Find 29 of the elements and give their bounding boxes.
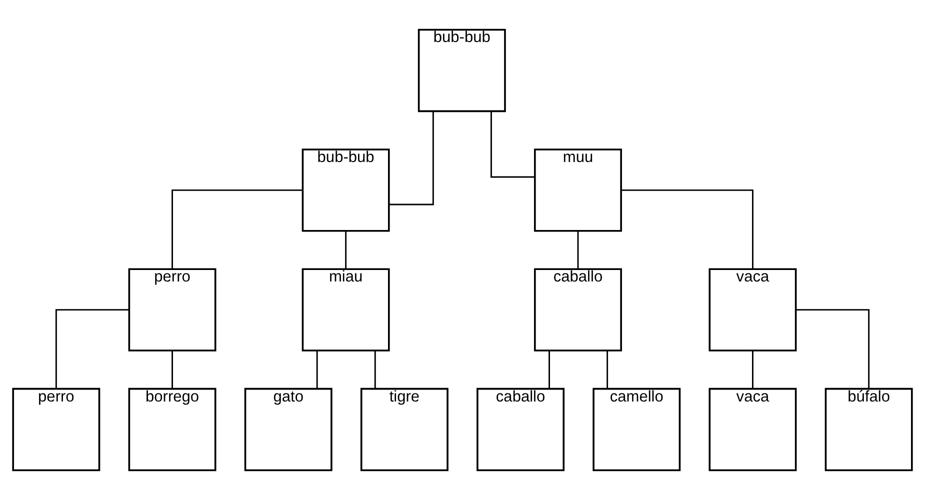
connector bbox=[172, 188, 302, 268]
connector bbox=[621, 188, 754, 268]
node-box: camello bbox=[592, 387, 681, 471]
connector bbox=[374, 350, 376, 388]
node-box: búfalo bbox=[824, 387, 913, 471]
node-box: vaca bbox=[708, 387, 797, 471]
connector bbox=[490, 110, 535, 178]
node-box: gato bbox=[244, 387, 332, 471]
node-box: perro bbox=[12, 387, 100, 471]
node-box: borrego bbox=[128, 387, 216, 471]
node-box: caballo bbox=[476, 387, 565, 471]
connector bbox=[316, 350, 318, 388]
connector bbox=[548, 350, 550, 388]
connector bbox=[577, 230, 579, 268]
connector bbox=[388, 110, 434, 205]
node-box: tigre bbox=[360, 387, 448, 471]
connector bbox=[752, 350, 754, 388]
connector bbox=[55, 308, 130, 388]
connector bbox=[172, 350, 173, 388]
node-box: miau bbox=[302, 268, 390, 351]
connector bbox=[796, 308, 870, 388]
node-box: vaca bbox=[708, 268, 797, 351]
connector bbox=[345, 230, 347, 268]
node-box: caballo bbox=[534, 268, 622, 351]
node-box: bub-bub bbox=[302, 148, 390, 232]
node-box: perro bbox=[128, 268, 216, 351]
node-box: muu bbox=[534, 148, 622, 232]
connector bbox=[606, 350, 608, 388]
node-box: bub-bub bbox=[418, 28, 506, 112]
